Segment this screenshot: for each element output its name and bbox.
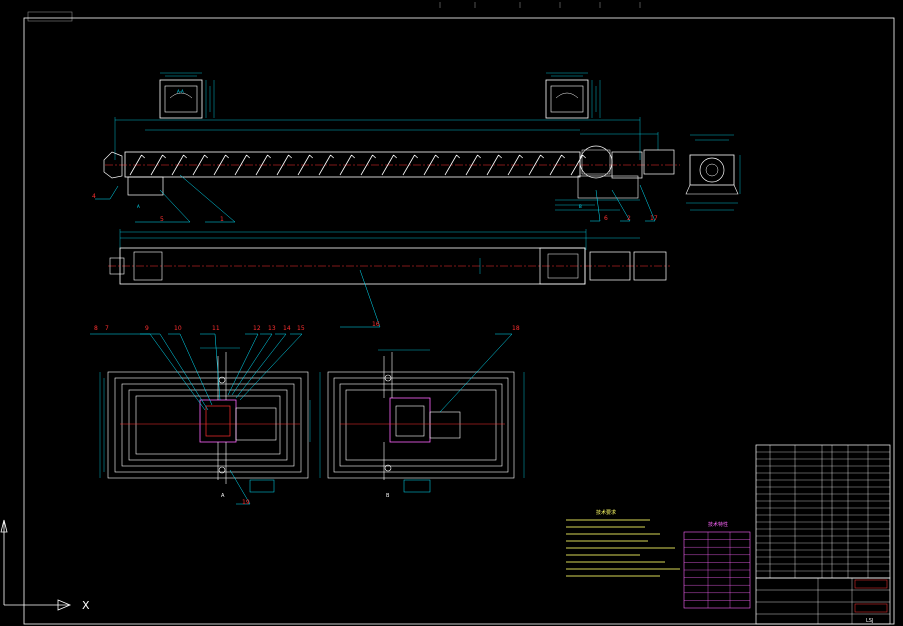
drive-reducer xyxy=(611,151,643,179)
tail-bearing-housing xyxy=(103,151,123,179)
part-number-label: 10 xyxy=(174,325,182,332)
leader-lines xyxy=(90,174,656,505)
section-marker-b-detail: B xyxy=(386,493,390,499)
part-number-label: 16 xyxy=(372,321,380,328)
technical-requirements-notes: 技术要求 xyxy=(566,509,680,577)
ucs-icon: X xyxy=(0,519,90,612)
part-number-label: 17 xyxy=(650,215,658,222)
part-number-label: 13 xyxy=(268,325,276,332)
part-number-label: 7 xyxy=(105,325,109,332)
part-number-labels: 4 5 1 6 2 17 16 8 7 9 10 11 12 13 14 15 … xyxy=(92,193,658,506)
section-marker-a: A xyxy=(137,204,140,209)
drawing-border xyxy=(23,17,895,625)
part-number-label: 19 xyxy=(242,499,250,506)
part-number-label: 1 xyxy=(220,216,224,223)
toolbar-block-left xyxy=(27,11,73,22)
plan-inlet xyxy=(133,251,163,281)
top-toolbar-strip xyxy=(27,2,641,22)
inlet-support xyxy=(127,176,164,196)
part-number-label: 2 xyxy=(627,215,631,222)
part-number-label: 6 xyxy=(604,215,608,222)
outlet-chute xyxy=(577,175,639,199)
technical-characteristics-table: 技术特性 xyxy=(683,521,751,609)
part-number-label: 11 xyxy=(212,325,220,332)
title-block: LSJ xyxy=(755,577,891,625)
small-section-view-left xyxy=(159,72,215,119)
part-number-label: 9 xyxy=(145,325,149,332)
part-number-label: 18 xyxy=(512,325,520,332)
detail-section-b xyxy=(319,349,525,493)
drive-motor xyxy=(643,149,675,175)
part-number-label: 14 xyxy=(283,325,291,332)
detail-section-a xyxy=(99,347,311,493)
part-number-label: 4 xyxy=(92,193,96,200)
tech-table-heading: 技术特性 xyxy=(708,521,728,528)
drawing-code: LSJ xyxy=(866,618,873,624)
small-section-view-right xyxy=(545,72,601,119)
part-number-label: 15 xyxy=(297,325,305,332)
section-marker-b: B xyxy=(579,204,582,209)
part-number-label: 8 xyxy=(94,325,98,332)
conveyor-end-view xyxy=(685,134,741,211)
part-number-label: 12 xyxy=(253,325,261,332)
screw-helix xyxy=(129,154,586,176)
conveyor-plan-view xyxy=(108,229,670,285)
part-number-label: 5 xyxy=(160,216,164,223)
section-marker-a-detail: A xyxy=(221,493,225,499)
plan-outlet xyxy=(539,247,586,285)
ucs-x-label: X xyxy=(82,599,90,612)
plan-drive xyxy=(589,251,631,281)
view-title-aa: A-A xyxy=(177,89,184,94)
notes-heading: 技术要求 xyxy=(596,509,616,516)
